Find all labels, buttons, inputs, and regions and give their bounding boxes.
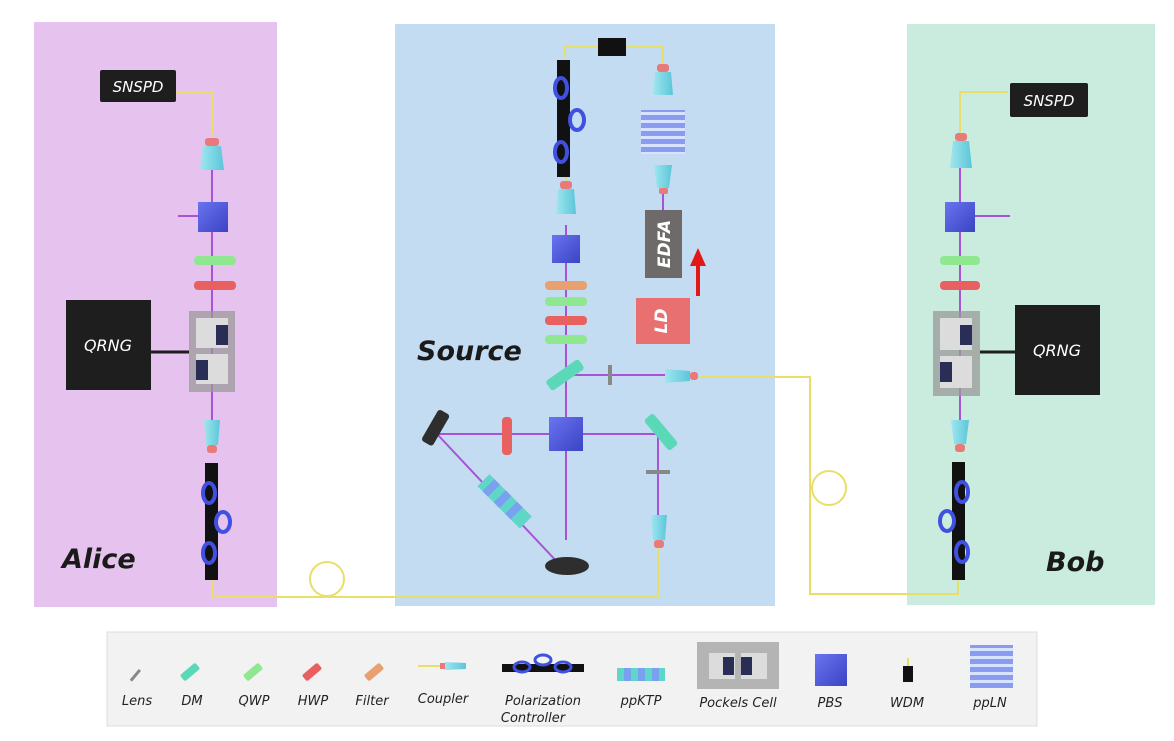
legend-label-dm: DM [181,694,202,709]
legend-lens-icon [129,668,142,682]
legend: Lens DM QWP HWP Filter Coupler Polarizat… [106,631,1038,727]
bob-coupler [950,133,972,168]
legend-label-ppktp: ppKTP [620,694,662,709]
source-zone [395,24,775,606]
legend-wdm-icon [903,658,913,682]
ld-label: LD [652,309,672,334]
legend-label-lens: Lens [122,694,152,709]
alice-pockels-cell [189,311,235,392]
legend-dm-icon [180,663,200,681]
bob-qwp [940,256,980,265]
source-label: Source [417,336,522,367]
bob-polarization-controller [938,462,970,580]
source-mirror-bottom [545,557,589,575]
legend-label-qwp: QWP [239,694,270,709]
source-dm-right [644,414,678,450]
source-coupler-right [665,369,698,383]
source-edfa: EDFA [645,210,682,278]
legend-label-filter: Filter [355,694,390,709]
legend-polarization-controller-icon [502,653,584,674]
source-coupler-top [653,64,673,95]
bob-hwp [940,281,980,290]
alice-polarization-controller [201,463,232,580]
source-pbs-main [549,417,583,451]
source-coupler-left [556,181,576,214]
legend-label-pbs: PBS [817,696,842,711]
legend-label-coupler: Coupler [418,692,470,707]
alice-pbs [198,202,228,232]
alice-qrng-label: QRNG [84,336,132,355]
direction-arrow-icon [690,248,706,296]
edfa-label: EDFA [655,220,675,268]
source-hwp [502,417,512,455]
source-ld: LD [636,298,690,344]
bob-pbs [945,202,975,232]
source-mirror-left [422,410,450,446]
legend-label-wdm: WDM [890,696,924,711]
legend-hwp-icon [302,663,322,681]
source-coupler-mid [654,165,672,194]
alice-label: Alice [60,544,136,575]
legend-ppktp-icon [617,668,665,681]
source-lens-1 [608,365,612,385]
source-polarization-controller [553,60,586,177]
bob-qrng: QRNG [1015,305,1100,395]
source-lens-2 [646,470,670,474]
alice-coupler-2 [204,420,220,453]
alice-hwp [194,281,236,290]
legend-label-ppln: ppLN [972,696,1007,711]
legend-filter-icon [364,663,384,681]
bob-pockels-cell [933,311,980,396]
alice-snspd-label: SNSPD [113,78,164,96]
source-ppktp [477,474,532,529]
bob-snspd-label: SNSPD [1024,92,1075,110]
legend-qwp-icon [243,663,263,681]
alice-qrng: QRNG [66,300,151,390]
bob-coupler-2 [951,420,969,452]
fiber-loop [811,470,847,506]
source-ppln [641,110,685,154]
source-pbs-small [552,235,580,263]
legend-label-controller: Controller [501,711,567,726]
legend-ppln-icon [970,645,1013,688]
source-wdm [598,38,626,56]
legend-pbs-icon [815,654,847,686]
legend-coupler-icon [418,662,466,670]
bob-qrng-label: QRNG [1033,341,1081,360]
alice-qwp [194,256,236,265]
legend-label-hwp: HWP [298,694,329,709]
legend-pockels-cell-icon [697,642,779,689]
source-waveplates [545,281,587,344]
bob-snspd: SNSPD [1010,83,1088,117]
alice-snspd: SNSPD [100,70,176,102]
source-dm-upper [546,359,584,391]
alice-coupler [200,138,224,170]
legend-label-polarization: Polarization [505,694,581,709]
legend-label-pockels-cell: Pockels Cell [699,696,777,711]
source-coupler-bottom [651,515,667,548]
bob-label: Bob [1046,547,1104,578]
fiber-loop [309,561,345,597]
